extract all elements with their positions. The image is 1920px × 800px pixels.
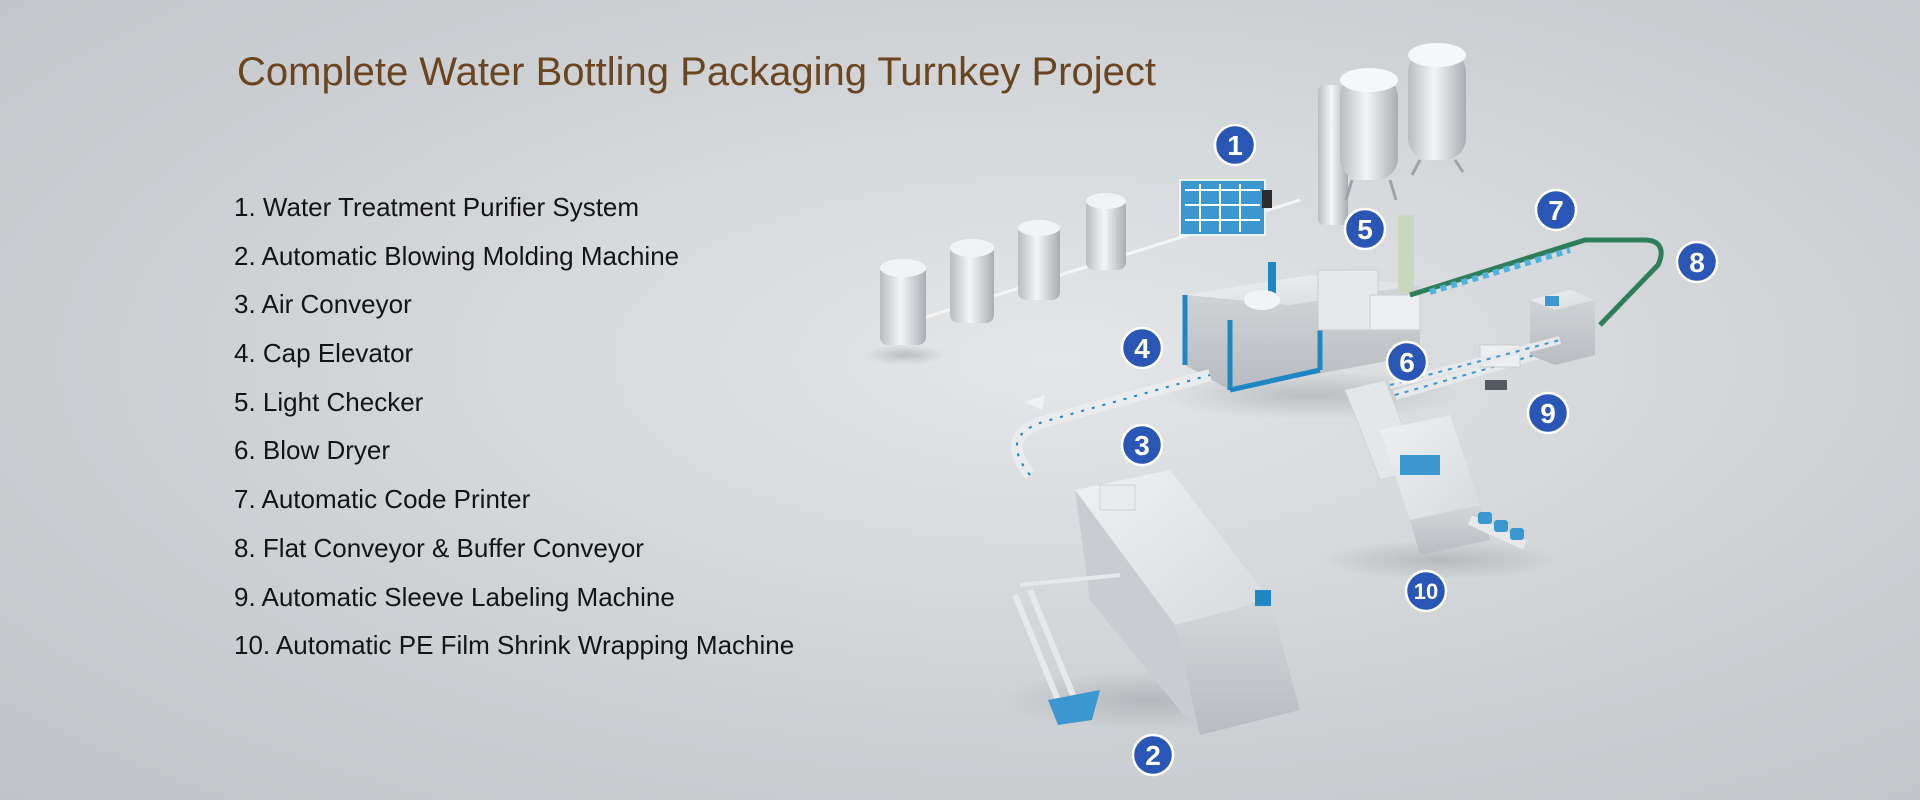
svg-text:3: 3 (1134, 430, 1150, 461)
svg-text:6: 6 (1399, 347, 1415, 378)
legend-item-blow-dryer: 6. Blow Dryer (234, 435, 391, 466)
svg-text:10: 10 (1414, 579, 1438, 604)
legend-item-code-printer: 7. Automatic Code Printer (234, 484, 531, 515)
station-badge-5: 5 (1343, 207, 1387, 251)
legend-item-light-checker: 5. Light Checker (234, 386, 424, 417)
station-badge-10: 10 (1404, 569, 1448, 613)
shrink-wrapping-machine (1320, 336, 1562, 580)
legend-item-air-conveyor: 3. Air Conveyor (234, 289, 412, 320)
station-badge-7: 7 (1534, 188, 1578, 232)
station-badge-9: 9 (1526, 391, 1570, 435)
svg-text:4: 4 (1134, 333, 1150, 364)
storage-silos (1318, 43, 1466, 225)
preform-loader (1012, 573, 1121, 725)
svg-text:5: 5 (1357, 214, 1373, 245)
legend-item-water-treatment: 1. Water Treatment Purifier System (234, 192, 640, 222)
svg-text:1: 1 (1227, 130, 1243, 161)
process-legend: 1. Water Treatment Purifier System 2. Au… (234, 190, 794, 677)
legend-item-sleeve-labeler: 9. Automatic Sleeve Labeling Machine (234, 581, 675, 612)
purifier-unit (1179, 179, 1272, 236)
legend-item-shrink-wrapper: 10. Automatic PE Film Shrink Wrapping Ma… (234, 630, 795, 661)
station-badge-8: 8 (1675, 240, 1719, 284)
legend-item-cap-elevator: 4. Cap Elevator (234, 338, 414, 369)
svg-text:8: 8 (1689, 247, 1705, 278)
flat-buffer-conveyor (1409, 237, 1664, 327)
station-badge-2: 2 (1131, 733, 1175, 777)
station-badge-4: 4 (1120, 326, 1164, 370)
station-badge-3: 3 (1120, 423, 1164, 467)
svg-text:2: 2 (1145, 740, 1161, 771)
water-treatment-tanks (865, 193, 1301, 365)
sleeve-labeling-machine (1530, 290, 1595, 365)
legend-item-blow-molding: 2. Automatic Blowing Molding Machine (234, 240, 680, 271)
station-badge-1: 1 (1213, 123, 1257, 167)
blow-molding-machine (1000, 470, 1300, 735)
svg-text:9: 9 (1540, 398, 1556, 429)
page-title: Complete Water Bottling Packaging Turnke… (237, 50, 1156, 94)
air-conveyor (1010, 369, 1212, 479)
legend-item-flat-conveyor: 8. Flat Conveyor & Buffer Conveyor (234, 532, 644, 563)
station-badge-6: 6 (1385, 340, 1429, 384)
svg-text:7: 7 (1548, 195, 1564, 226)
